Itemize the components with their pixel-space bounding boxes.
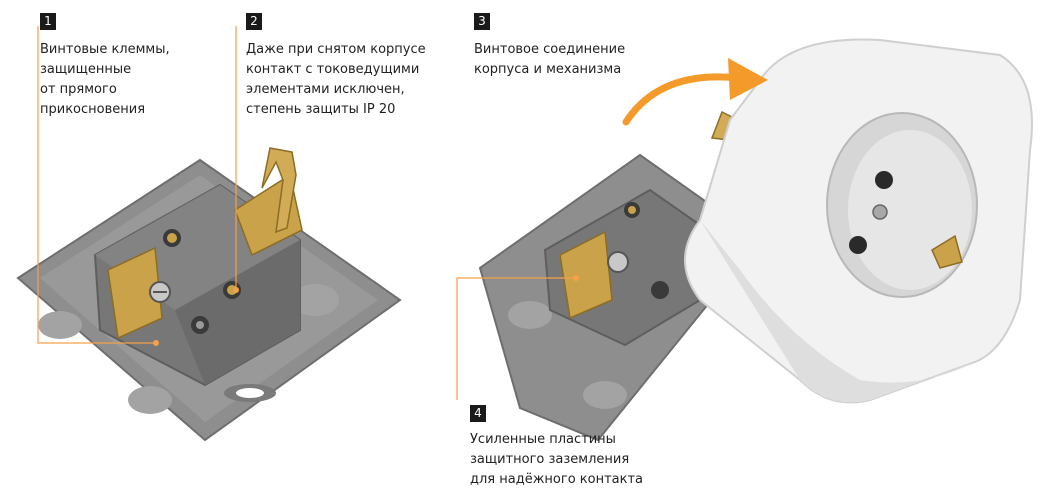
callout-3: 3 Винтовое соединение корпуса и механизм… xyxy=(474,10,625,80)
callout-text: Усиленные пластины защитного заземления … xyxy=(470,430,643,490)
earthing-contact xyxy=(931,234,963,269)
pin-hole xyxy=(849,236,867,254)
callout-2: 2 Даже при снятом корпусе контакт с токо… xyxy=(246,10,426,120)
socket-mechanism-left xyxy=(16,147,402,442)
callout-number: 2 xyxy=(246,13,262,30)
callout-line: Усиленные пластины xyxy=(470,432,616,447)
callout-number: 4 xyxy=(470,405,486,422)
callout-line: защищенные xyxy=(40,62,132,77)
leader-dot xyxy=(233,287,239,293)
callout-line: Винтовые клеммы, xyxy=(40,42,170,57)
callout-1: 1 Винтовые клеммы, защищенные от прямого… xyxy=(40,10,170,120)
callout-number: 1 xyxy=(40,13,56,30)
plate-hole xyxy=(128,386,172,414)
plate-hole xyxy=(291,284,339,316)
callout-line: защитного заземления xyxy=(470,452,630,467)
rotation-arrow xyxy=(622,58,768,126)
callout-text: Винтовые клеммы, защищенные от прямого п… xyxy=(40,40,170,120)
plate-hole xyxy=(583,381,627,409)
callout-line: Даже при снятом корпусе xyxy=(246,42,426,57)
leader-line-4 xyxy=(456,277,576,400)
leader-dot xyxy=(153,340,159,346)
callout-line: прикосновения xyxy=(40,102,146,117)
brass-terminal xyxy=(107,246,163,340)
socket-cover xyxy=(684,38,1033,404)
callout-line: от прямого xyxy=(40,82,117,97)
callout-line: корпуса и механизма xyxy=(474,62,622,77)
plate-hole xyxy=(508,301,552,329)
callout-line: для надёжного контакта xyxy=(470,472,644,487)
callout-number: 3 xyxy=(474,13,490,30)
callout-line: степень защиты IP 20 xyxy=(246,102,396,117)
leader-dot xyxy=(573,275,579,281)
socket-mechanism-right xyxy=(478,110,762,442)
earthing-clip xyxy=(261,147,297,234)
screw xyxy=(607,251,629,273)
callout-text: Даже при снятом корпусе контакт с токове… xyxy=(246,40,426,120)
callout-line: элементами исключен, xyxy=(246,82,405,97)
plate-slot-light xyxy=(236,388,264,398)
brass-terminal xyxy=(559,230,613,320)
callout-line: контакт с токоведущими xyxy=(246,62,420,77)
pin-hole xyxy=(875,171,893,189)
callout-line: Винтовое соединение xyxy=(474,42,626,57)
callout-4: 4 Усиленные пластины защитного заземлени… xyxy=(470,402,643,490)
leader-lines-left xyxy=(37,26,237,344)
screw-socket xyxy=(651,281,669,299)
plate-hole xyxy=(38,311,82,339)
cover-screw xyxy=(872,204,888,220)
callout-text: Винтовое соединение корпуса и механизма xyxy=(474,40,625,80)
